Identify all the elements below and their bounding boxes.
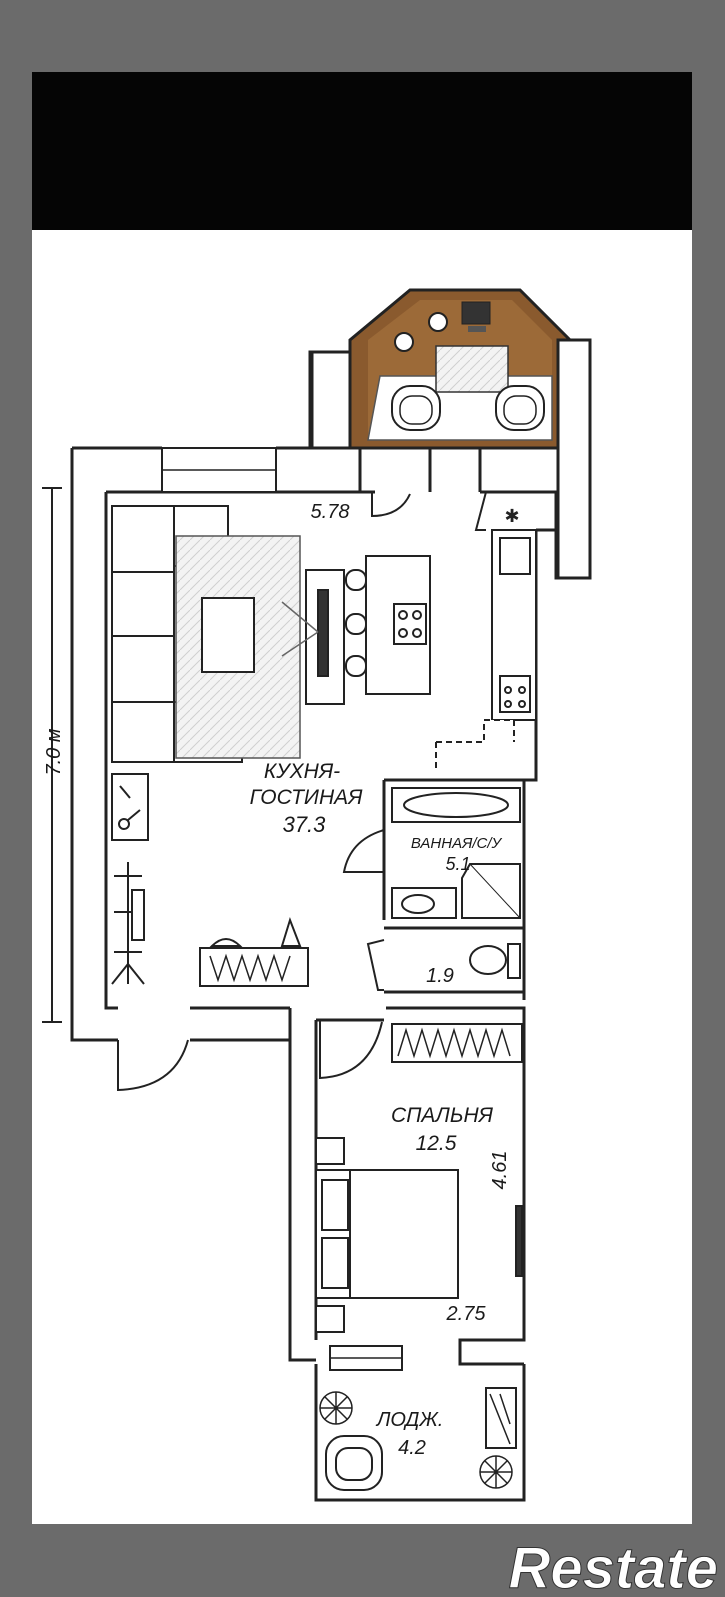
loggia-label: ЛОДЖ.	[375, 1409, 444, 1431]
wardrobe-icon	[391, 1023, 523, 1063]
kitchen-counter-icon: ✱	[435, 506, 537, 772]
door-swings	[117, 491, 487, 1092]
loggia-armchair-icon	[325, 1435, 383, 1491]
top-black-bar	[32, 72, 692, 230]
bathroom-label: ВАННАЯ/С/У	[411, 835, 503, 852]
dimension-height-left: 7.0 м	[43, 728, 65, 775]
desk-icon	[394, 301, 491, 352]
outer-walls	[70, 352, 590, 1502]
dimension-top-width: 5.78	[311, 501, 350, 523]
kitchen-living-label-line2: ГОСТИНАЯ	[250, 786, 364, 809]
loggia-shelf-icon	[485, 1387, 517, 1449]
bathtub-icon	[391, 787, 521, 823]
tv-icon	[281, 569, 345, 705]
wc-area: 1.9	[426, 965, 454, 987]
dimension-bedroom-width: 2.75	[446, 1303, 487, 1325]
svg-text:✱: ✱	[504, 506, 519, 526]
loggia-area: 4.2	[398, 1437, 426, 1459]
key-holder-icon	[111, 773, 149, 841]
armchair-left-icon	[391, 385, 441, 431]
bed-icon	[315, 1137, 523, 1333]
plant-icon	[319, 1391, 513, 1489]
kitchen-living-label-line1: КУХНЯ-	[264, 760, 340, 783]
kitchen-living-area: 37.3	[283, 812, 327, 837]
kitchen-island-icon	[345, 555, 431, 695]
bathroom-area: 5.1	[445, 854, 470, 874]
shower-icon	[461, 863, 521, 919]
rug	[175, 535, 301, 759]
restate-watermark: Restate	[508, 1536, 718, 1597]
dimension-bedroom-height: 4.61	[489, 1151, 511, 1190]
coat-rack-icon	[111, 862, 145, 985]
bay-window	[308, 288, 592, 580]
console-table-icon	[199, 916, 309, 987]
armchair-right-icon	[495, 385, 545, 431]
bedroom-area: 12.5	[416, 1132, 457, 1155]
dimension-line-height	[42, 487, 62, 1023]
toilet-icon	[469, 943, 521, 979]
sink-icon	[391, 887, 457, 919]
bedroom-label: СПАЛЬНЯ	[391, 1104, 494, 1127]
